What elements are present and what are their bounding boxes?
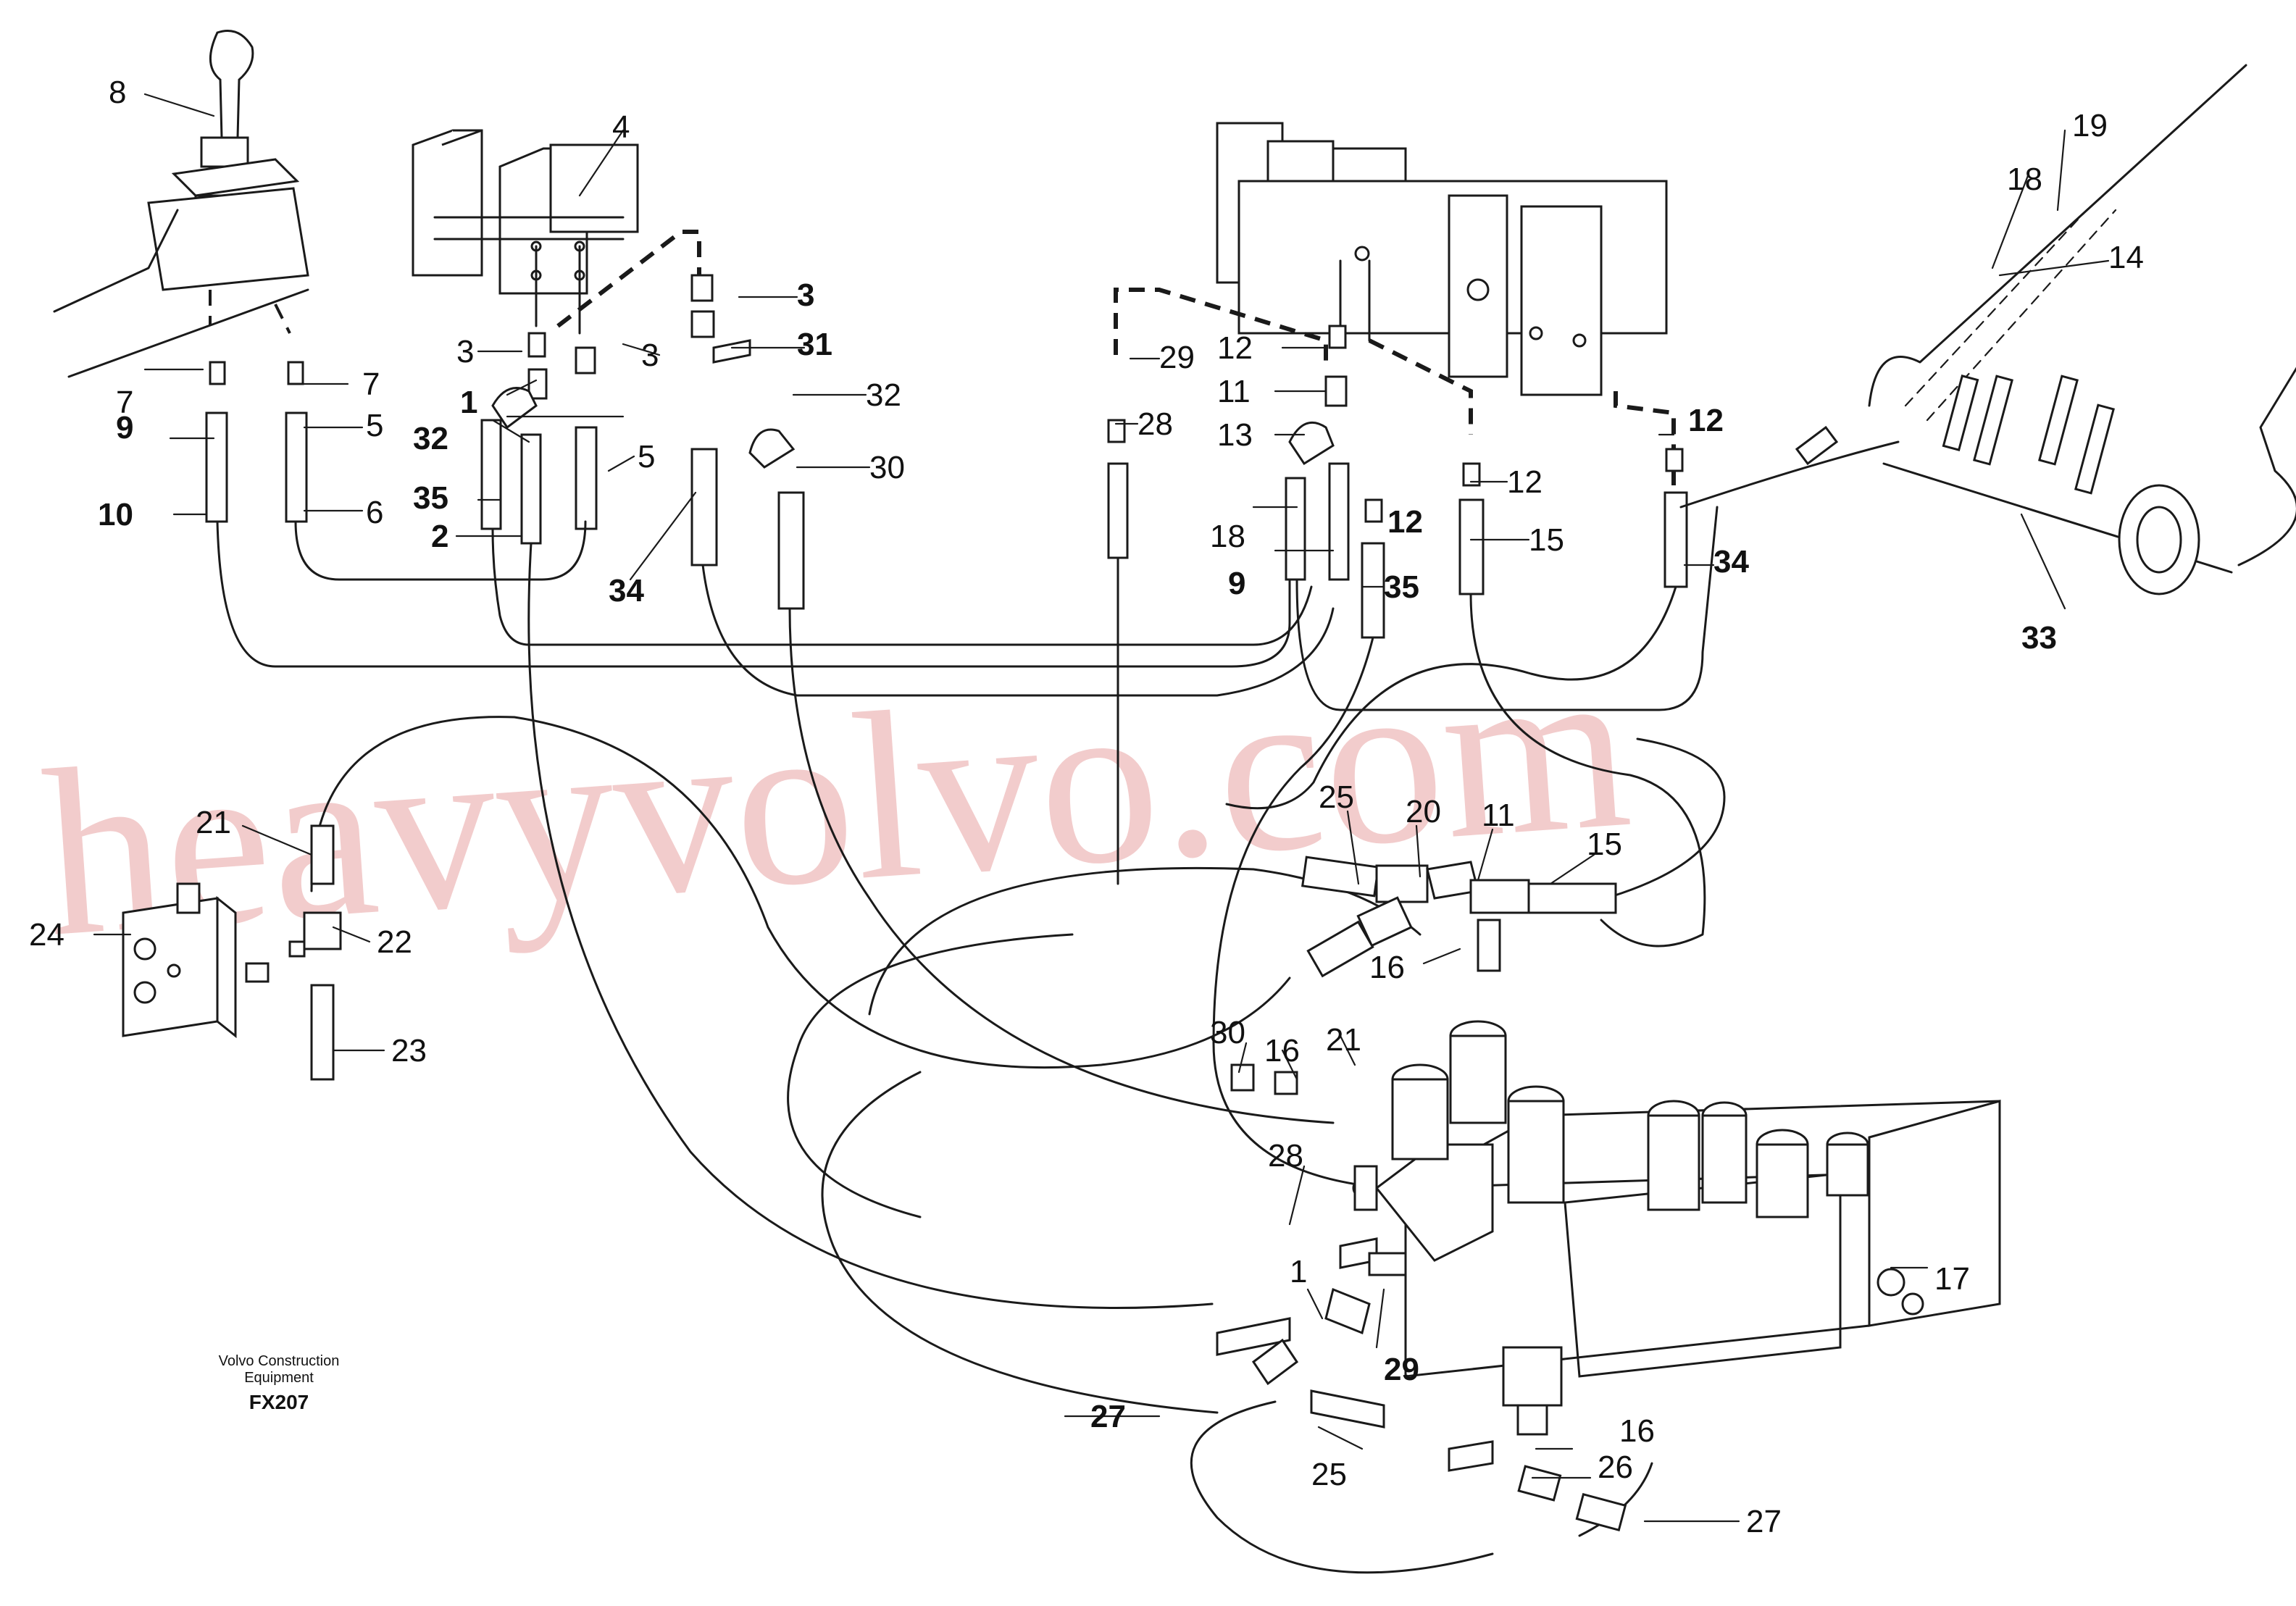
valve-24	[122, 824, 342, 1081]
figure-code: FX207	[249, 1391, 309, 1413]
callout-16: 16	[1369, 950, 1405, 985]
leader-lines	[93, 93, 2110, 1523]
callout-31: 31	[797, 327, 832, 362]
callout-27: 27	[1090, 1399, 1126, 1434]
valve-block-14	[1216, 122, 1668, 396]
callout-3: 3	[641, 338, 659, 373]
hose-routes	[216, 440, 1900, 1574]
callout-23: 23	[391, 1033, 427, 1068]
callout-9: 9	[116, 410, 133, 446]
upper-fittings	[205, 274, 1688, 639]
callout-5: 5	[366, 408, 383, 443]
callout-33: 33	[2021, 620, 2057, 656]
callout-6: 6	[366, 495, 383, 530]
callout-12: 12	[1217, 330, 1253, 366]
joystick-8	[53, 30, 309, 378]
caption-line-1: Volvo Construction	[219, 1353, 340, 1369]
callouts: 8 4 3 3 3 31 32 32 7 7 1 9 10 5 5 6 35 2…	[29, 75, 2144, 1539]
callout-17: 17	[1934, 1261, 1970, 1297]
callout-15: 15	[1529, 522, 1564, 558]
callout-16: 16	[1264, 1033, 1300, 1068]
callout-21: 21	[1326, 1022, 1361, 1058]
callout-14: 14	[2108, 240, 2144, 275]
callout-3: 3	[456, 334, 474, 369]
callout-12: 12	[1507, 464, 1543, 500]
callout-18: 18	[2007, 162, 2042, 197]
callout-5: 5	[638, 439, 655, 474]
callout-28: 28	[1137, 406, 1173, 442]
callout-8: 8	[109, 75, 126, 110]
callout-4: 4	[612, 109, 630, 145]
callout-9: 9	[1228, 566, 1245, 601]
callout-16: 16	[1619, 1413, 1655, 1449]
callout-27: 27	[1746, 1504, 1782, 1539]
callout-1: 1	[1290, 1254, 1307, 1289]
callout-35: 35	[1384, 569, 1419, 605]
callout-24: 24	[29, 917, 64, 953]
caption-line-2: Equipment	[244, 1370, 314, 1386]
callout-1: 1	[460, 385, 477, 420]
callout-25: 25	[1319, 779, 1354, 815]
callout-19: 19	[2072, 108, 2108, 143]
callout-11: 11	[1482, 798, 1515, 833]
callout-30: 30	[1210, 1015, 1245, 1050]
callout-32: 32	[866, 377, 901, 413]
callout-35: 35	[413, 480, 448, 516]
callout-3: 3	[797, 277, 814, 313]
control-valve-17	[1352, 1020, 2001, 1436]
callout-2: 2	[431, 519, 448, 554]
callout-30: 30	[869, 450, 905, 485]
callout-29: 29	[1384, 1352, 1419, 1387]
callout-21: 21	[196, 805, 231, 840]
tee-fittings	[1216, 856, 1627, 1531]
figure-caption: Volvo Construction Equipment FX207	[219, 1353, 340, 1413]
callout-18: 18	[1210, 519, 1245, 554]
valve-block-4	[412, 129, 639, 335]
callout-34: 34	[609, 573, 644, 608]
callout-7: 7	[362, 367, 380, 402]
boom-33	[1795, 64, 2296, 595]
callout-12: 12	[1387, 504, 1423, 540]
callout-22: 22	[377, 924, 412, 960]
callout-10: 10	[98, 497, 133, 532]
callout-15: 15	[1587, 827, 1622, 862]
callout-11: 11	[1217, 374, 1251, 409]
callout-29: 29	[1159, 340, 1195, 375]
callout-34: 34	[1713, 544, 1749, 580]
callout-26: 26	[1598, 1450, 1633, 1485]
callout-25: 25	[1311, 1457, 1347, 1492]
callout-13: 13	[1217, 417, 1253, 453]
callout-7: 7	[116, 385, 133, 420]
callout-28: 28	[1268, 1138, 1303, 1174]
callout-32: 32	[413, 421, 448, 456]
callout-20: 20	[1406, 794, 1441, 829]
callout-12: 12	[1688, 403, 1724, 438]
